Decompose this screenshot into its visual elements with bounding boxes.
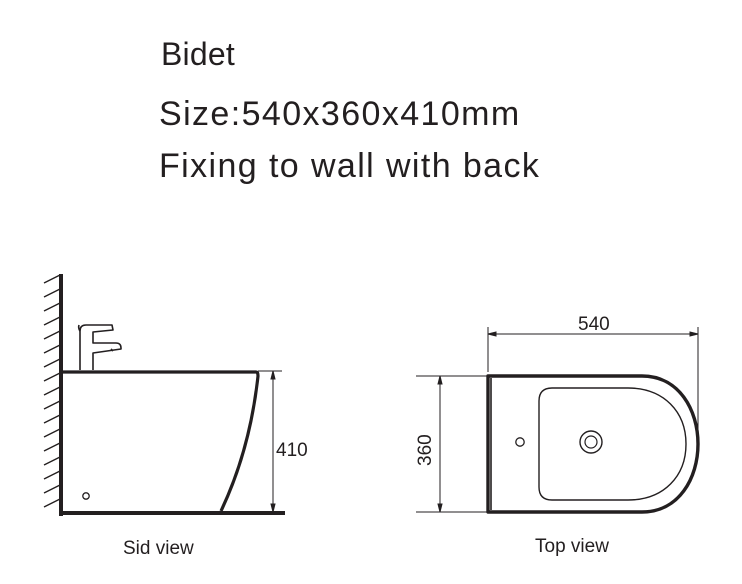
drain-hole — [82, 492, 90, 500]
width-dimension-line — [487, 327, 699, 440]
height-dimension-label: 410 — [276, 440, 308, 461]
top-view-caption: Top view — [535, 536, 609, 557]
top-view: 540 360 Top view — [415, 314, 700, 557]
tap-hole — [515, 437, 525, 447]
height-dimension-line — [258, 370, 282, 513]
bowl-drain-inner — [584, 435, 598, 449]
faucet-icon — [77, 324, 122, 370]
fixing-spec: Fixing to wall with back — [159, 147, 541, 185]
bidet-bowl-outline — [538, 387, 687, 501]
side-view: 410 Sid view — [43, 274, 308, 559]
wall-hatching — [43, 274, 61, 508]
bowl-drain-outer — [579, 430, 603, 454]
side-view-caption: Sid view — [123, 538, 194, 559]
size-spec: Size:540x360x410mm — [159, 95, 521, 133]
bidet-side-body — [61, 370, 260, 512]
product-title: Bidet — [161, 36, 235, 72]
width-dimension-label: 540 — [578, 314, 610, 335]
depth-dimension-line — [416, 375, 488, 513]
bidet-top-outline — [486, 374, 700, 514]
depth-dimension-label: 360 — [415, 434, 436, 466]
